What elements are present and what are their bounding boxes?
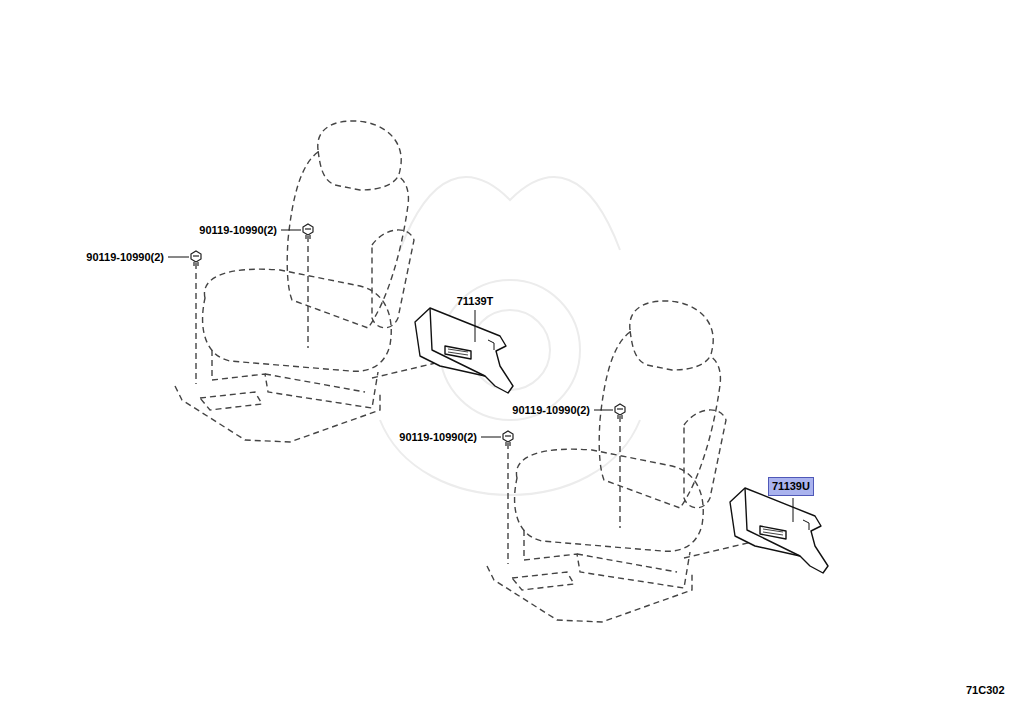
figure-code: 71C302: [966, 684, 1005, 697]
highlighted-part-number: 71139U: [768, 477, 814, 496]
leader-lines: [168, 230, 793, 522]
seat-outline: [175, 121, 440, 442]
bolt-symbol: [503, 431, 513, 446]
seat-outline: [487, 301, 752, 622]
seat-cover: [415, 308, 513, 393]
seat-cover: [730, 488, 828, 573]
part-number: 90119-10990(2): [399, 431, 477, 444]
part-number: 90119-10990(2): [199, 224, 277, 237]
part-number: 71139T: [457, 295, 494, 308]
part-number: 90119-10990(2): [512, 404, 590, 417]
bolt-symbol: [191, 251, 201, 266]
part-number: 90119-10990(2): [86, 251, 164, 264]
part-number: 71139U: [772, 480, 810, 493]
bolt-symbol: [303, 224, 313, 239]
bolt-symbol: [615, 404, 625, 419]
watermark: [380, 177, 640, 495]
